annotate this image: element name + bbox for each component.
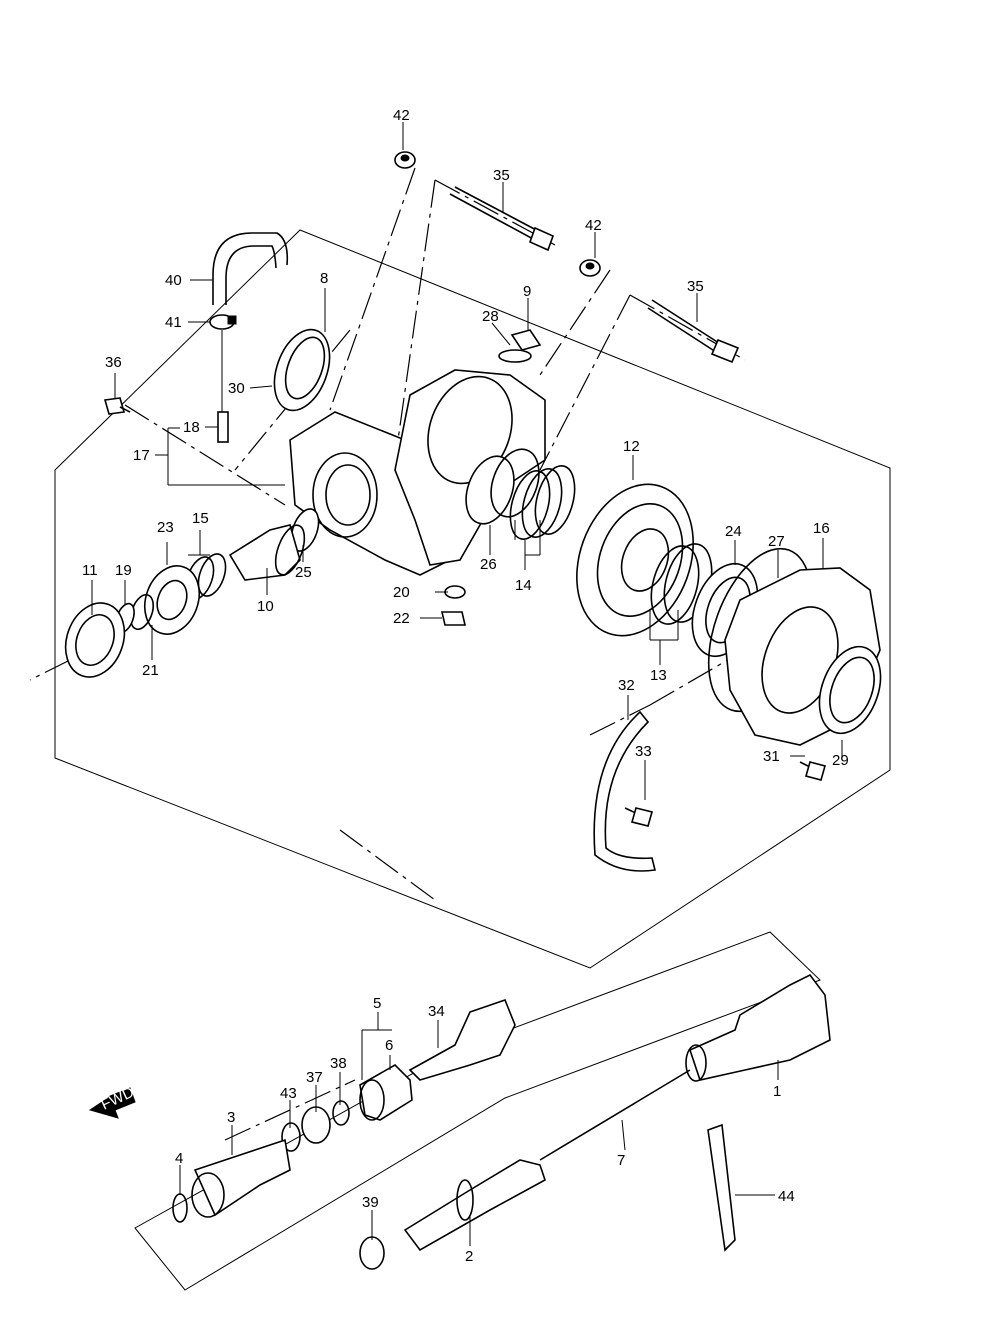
nut-42-lower xyxy=(579,259,601,277)
callout-32: 32 xyxy=(618,677,635,694)
callout-10: 10 xyxy=(257,598,274,615)
breather-hose-40 xyxy=(212,232,289,305)
o-ring-39 xyxy=(359,1236,385,1270)
callout-27: 27 xyxy=(768,533,785,550)
callout-labels: 42 35 42 35 8 40 41 9 28 36 30 18 17 12 … xyxy=(82,107,849,1265)
circlip-4 xyxy=(172,1193,188,1223)
callout-40: 40 xyxy=(165,272,182,289)
fitting-18 xyxy=(217,330,229,443)
ring-gear-12 xyxy=(576,483,694,637)
callout-28: 28 xyxy=(482,308,499,325)
bolt-31 xyxy=(799,761,826,781)
bolt-36 xyxy=(103,397,131,415)
callout-13: 13 xyxy=(650,667,667,684)
joint-34 xyxy=(408,998,516,1081)
callout-14: 14 xyxy=(515,577,532,594)
pinion-gear-10 xyxy=(228,524,306,581)
callout-30: 30 xyxy=(228,380,245,397)
callout-2: 2 xyxy=(465,1248,473,1265)
washer-38 xyxy=(332,1100,350,1126)
callout-41: 41 xyxy=(165,314,182,331)
coupling-11 xyxy=(64,602,126,678)
boot-1 xyxy=(685,973,831,1082)
callout-4: 4 xyxy=(175,1150,183,1167)
callout-36: 36 xyxy=(105,354,122,371)
callout-12: 12 xyxy=(623,438,640,455)
gasket-32 xyxy=(593,710,656,872)
callout-29: 29 xyxy=(832,752,849,769)
bearing-26 xyxy=(465,448,540,525)
callout-42-upper: 42 xyxy=(393,107,410,124)
callout-25: 25 xyxy=(295,564,312,581)
nut-42-upper xyxy=(394,151,416,169)
callout-37: 37 xyxy=(306,1069,323,1086)
callout-21: 21 xyxy=(142,662,159,679)
callout-35-lower: 35 xyxy=(687,278,704,295)
callout-19: 19 xyxy=(115,562,132,579)
hose-clamp-41 xyxy=(209,314,237,330)
callout-11: 11 xyxy=(82,562,98,579)
callout-6: 6 xyxy=(385,1037,393,1054)
bearing-23 xyxy=(143,565,201,635)
bolt-35-upper xyxy=(449,186,555,252)
nut-37 xyxy=(301,1106,331,1144)
callout-22: 22 xyxy=(393,610,410,627)
callout-16: 16 xyxy=(813,520,830,537)
filler-plug-9 xyxy=(510,329,542,351)
callout-24: 24 xyxy=(725,523,742,540)
leader-lines xyxy=(91,122,843,1246)
callout-23: 23 xyxy=(157,519,174,536)
callout-34: 34 xyxy=(428,1003,445,1020)
callout-42-lower: 42 xyxy=(585,217,602,234)
callout-1: 1 xyxy=(773,1083,781,1100)
oil-seal-30 xyxy=(273,328,331,412)
callout-33: 33 xyxy=(635,743,652,760)
sleeve-3 xyxy=(191,1138,291,1218)
callout-35-upper: 35 xyxy=(493,167,510,184)
spring-7 xyxy=(539,1069,691,1161)
bolt-35-lower xyxy=(647,299,740,364)
circlip-43 xyxy=(281,1122,301,1152)
propeller-shaft-2 xyxy=(403,1159,546,1252)
shim-set-14 xyxy=(509,465,576,540)
callout-20: 20 xyxy=(393,584,410,601)
o-ring-28 xyxy=(498,349,532,363)
callout-7: 7 xyxy=(617,1152,625,1169)
callout-44: 44 xyxy=(778,1188,795,1205)
clip-44 xyxy=(707,1123,736,1252)
callout-9: 9 xyxy=(523,283,531,300)
bolt-33 xyxy=(624,807,653,827)
callout-39: 39 xyxy=(362,1194,379,1211)
forward-arrow-icon: FWD xyxy=(88,1084,137,1119)
callout-15: 15 xyxy=(192,510,209,527)
center-lines xyxy=(29,167,746,1141)
callout-38: 38 xyxy=(330,1055,347,1072)
oil-seal-29 xyxy=(818,645,882,735)
callout-17: 17 xyxy=(133,447,150,464)
lower-assembly-outline xyxy=(134,931,821,1291)
upper-assembly-outline xyxy=(54,229,891,969)
bushing-6 xyxy=(359,1064,413,1121)
callout-5: 5 xyxy=(373,995,381,1012)
callout-26: 26 xyxy=(480,556,497,573)
callout-43: 43 xyxy=(280,1085,297,1102)
callout-8: 8 xyxy=(320,270,328,287)
callout-3: 3 xyxy=(227,1109,235,1126)
callout-31: 31 xyxy=(763,748,780,765)
callout-18: 18 xyxy=(183,419,200,436)
drain-plug-22 xyxy=(440,611,467,626)
